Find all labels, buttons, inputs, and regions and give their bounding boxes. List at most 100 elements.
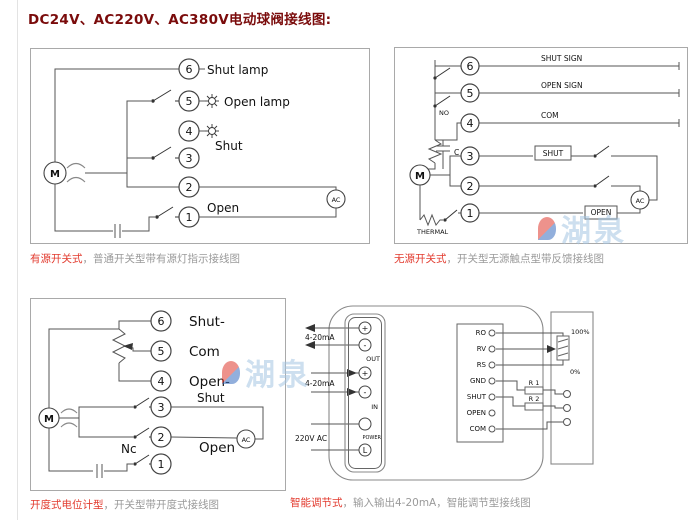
motor-letter: M — [44, 414, 54, 425]
terminal-6: 6 — [460, 56, 480, 76]
percent-100-label: 100% — [571, 328, 590, 336]
svg-text:6: 6 — [186, 63, 193, 76]
winding-arc — [60, 422, 78, 428]
r1-label: R 1 — [529, 379, 540, 387]
terminal-2: 2 — [460, 176, 480, 196]
feedback-terminal — [563, 404, 571, 412]
diagram-passive-switch-type: M SHUT OPEN 6 5 4 3 2 1 SHUT SIGN OPEN S… — [394, 47, 688, 244]
svg-text:2: 2 — [467, 180, 474, 193]
open-feedback-label: Open- — [189, 374, 230, 390]
svg-text:2: 2 — [158, 431, 165, 444]
resistor-r2: R 2 — [524, 395, 544, 411]
in-label: IN — [371, 403, 378, 411]
diagram-1-canvas: M 6 5 4 3 2 1 Shut lamp Open lamp Shut — [43, 58, 346, 238]
winding-arc — [60, 408, 78, 414]
caption-3-lead: 开度式电位计型 — [30, 499, 104, 511]
svg-text:3: 3 — [158, 401, 165, 414]
caption-2-lead: 无源开关式 — [394, 253, 447, 265]
wiper-arrowhead — [123, 343, 133, 350]
thermal-label: THERMAL — [416, 228, 449, 236]
terminal-6: 6 — [150, 310, 172, 332]
terminal-4: 4 — [178, 120, 200, 142]
svg-text:2: 2 — [186, 181, 193, 194]
control-pin-block: RO RV RS GND SHUT OPEN COM — [456, 323, 504, 443]
ac-letters: AC — [242, 436, 251, 444]
svg-text:6: 6 — [467, 60, 474, 73]
shut-label: Shut — [197, 391, 225, 405]
out-plus-arrowhead — [305, 324, 315, 332]
strip-in-plus: + — [362, 369, 369, 378]
r2-label: R 2 — [529, 395, 540, 403]
svg-text:1: 1 — [467, 207, 474, 220]
wiper-arrowhead — [547, 345, 556, 353]
d2-switch-icons — [433, 67, 610, 222]
caption-potentiometer: 开度式电位计型，开关型带开度式接线图 — [30, 497, 219, 512]
ac-source-icon: AC — [630, 190, 650, 210]
resistor-r1: R 1 — [524, 379, 544, 395]
pin-gnd: GND — [470, 377, 486, 385]
pin-open: OPEN — [467, 409, 486, 417]
terminal-6: 6 — [178, 58, 200, 80]
open-label: Open — [199, 440, 235, 456]
shut-sign-label: SHUT SIGN — [541, 54, 582, 63]
svg-text:6: 6 — [158, 315, 165, 328]
open-lamp-label: Open lamp — [224, 95, 290, 109]
d3-wiring — [48, 320, 264, 478]
open-sign-label: OPEN SIGN — [541, 81, 583, 90]
motor-icon: M — [38, 407, 78, 429]
strip-out-minus: - — [364, 341, 367, 350]
svg-text:4: 4 — [186, 125, 193, 138]
diagram-smart-regulating-type: + - + - L OUT IN POWER 4-20mA 4-20mA 220… — [288, 298, 696, 488]
terminal-3: 3 — [150, 396, 172, 418]
ac-letters: AC — [636, 197, 645, 205]
svg-text:1: 1 — [158, 458, 165, 471]
svg-text:3: 3 — [186, 152, 193, 165]
potentiometer-icon — [556, 335, 570, 361]
terminal-3: 3 — [460, 146, 480, 166]
com-label: Com — [189, 344, 220, 360]
pin-ro: RO — [476, 329, 487, 337]
motor-icon: M — [409, 164, 431, 186]
caption-4-lead: 智能调节式 — [290, 497, 343, 509]
diagram-4-canvas: + - + - L OUT IN POWER 4-20mA 4-20mA 220… — [295, 305, 594, 481]
capacitor-label: C — [454, 148, 459, 157]
motor-icon: M — [43, 161, 86, 185]
no-label: NO — [439, 109, 449, 117]
terminal-1: 1 — [460, 203, 480, 223]
ac-source-icon: AC — [326, 189, 346, 209]
svg-text:3: 3 — [467, 150, 474, 163]
feedback-unit-box — [550, 311, 594, 465]
svg-text:5: 5 — [186, 95, 193, 108]
motor-letter: M — [415, 171, 425, 182]
caption-3-rest: ，开关型带开度式接线图 — [103, 499, 220, 511]
diagram-3-canvas: M 6 5 4 3 2 1 Shut- Com Open- Shut Open … — [38, 310, 264, 478]
shut-feedback-label: Shut- — [189, 314, 225, 330]
power-label: POWER — [362, 435, 381, 441]
terminal-4: 4 — [460, 113, 480, 133]
ac-letters: AC — [332, 196, 341, 204]
d1-wiring — [54, 68, 337, 238]
caption-4-rest: ，输入输出4-20mA，智能调节型接线图 — [342, 497, 531, 509]
svg-text:5: 5 — [467, 87, 474, 100]
d3-switch-icons — [133, 397, 151, 466]
open-label: Open — [207, 201, 239, 215]
motor-letter: M — [50, 169, 60, 180]
caption-1-lead: 有源开关式 — [30, 253, 83, 265]
out-label: OUT — [366, 355, 380, 363]
terminal-4: 4 — [150, 370, 172, 392]
terminal-1: 1 — [150, 453, 172, 475]
input-ma-label: 4-20mA — [305, 379, 335, 388]
page-title: DC24V、AC220V、AC380V电动球阀接线图: — [28, 12, 332, 28]
svg-text:1: 1 — [186, 211, 193, 224]
shut-contact-label: SHUT — [543, 149, 564, 158]
open-contact-box — [584, 205, 618, 220]
winding-arc — [66, 176, 86, 183]
open-lamp-icon — [205, 94, 219, 108]
out-minus-arrowhead — [305, 341, 315, 349]
pin-com: COM — [470, 425, 486, 433]
diagram-powered-switch-type: M 6 5 4 3 2 1 Shut lamp Open lamp Shut — [30, 48, 370, 244]
strip-live: L — [363, 446, 368, 455]
terminal-2: 2 — [178, 176, 200, 198]
pin-rv: RV — [477, 345, 486, 353]
shut-lamp-icon — [205, 124, 219, 138]
